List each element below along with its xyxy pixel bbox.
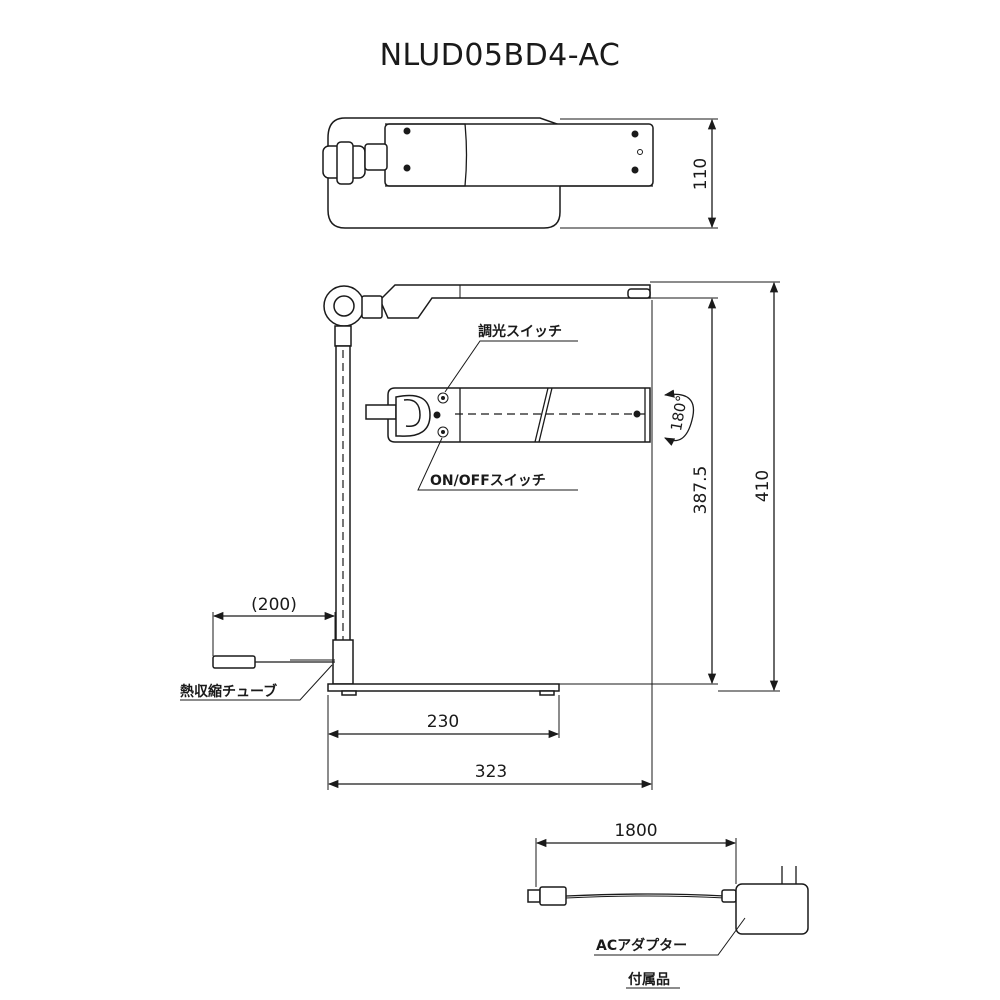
label-accessory: 付属品 (628, 971, 670, 988)
dim-adapter-cord: 1800 (614, 821, 657, 841)
dim-cord-length: (200) (251, 595, 297, 615)
label-ac-adapter: ACアダプター (596, 937, 687, 954)
label-heat-shrink-tube: 熱収縮チューブ (180, 683, 277, 700)
dim-arm-height: 387.5 (691, 466, 711, 515)
side-view (180, 281, 780, 790)
dim-base-width: 230 (427, 712, 459, 732)
label-dimmer-switch: 調光スイッチ (478, 323, 562, 340)
dim-total-width: 323 (475, 762, 507, 782)
ac-adapter-drawing (527, 838, 809, 989)
dim-depth: 110 (691, 158, 711, 190)
top-view (322, 117, 718, 229)
label-power-switch: ON/OFFスイッチ (430, 473, 546, 489)
dim-rotation: 180° (667, 394, 691, 433)
drawing-title: NLUD05BD4-AC (379, 38, 621, 73)
dim-total-height: 410 (753, 470, 773, 502)
